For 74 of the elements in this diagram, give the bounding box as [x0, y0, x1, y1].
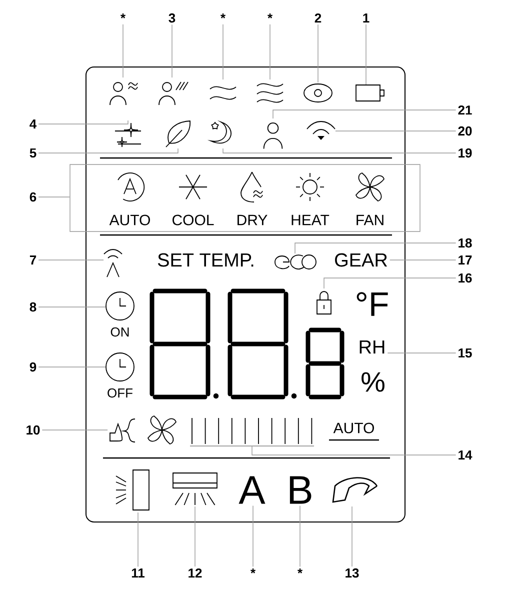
- leader-line: [38, 306, 106, 308]
- leader-line: [222, 148, 456, 154]
- callout-number: 16: [458, 273, 472, 283]
- wave-icon: [256, 83, 284, 103]
- timer-caption: ON: [110, 327, 129, 337]
- callout-number: 5: [30, 148, 36, 158]
- bar-graph: [190, 418, 314, 446]
- lock-icon: [316, 291, 332, 314]
- mode-panel: AUTO COOL DRY HEAT FAN: [70, 164, 420, 232]
- callout-number: 15: [458, 348, 472, 358]
- sparkle-icon: [114, 122, 142, 148]
- leader-line: [38, 366, 106, 368]
- callout-number: 9: [30, 362, 36, 372]
- letter-label: A: [238, 476, 266, 504]
- lamp-icon: [116, 470, 150, 510]
- callout-number: 19: [458, 148, 472, 158]
- moon-icon: [210, 122, 232, 144]
- leader-line: [272, 110, 456, 119]
- callout-number: 4: [30, 120, 37, 128]
- leaf-icon: [166, 120, 190, 148]
- display-label: GEAR: [335, 253, 388, 267]
- callout-number: 6: [30, 192, 36, 202]
- hand-icon: [110, 418, 136, 442]
- leader-line: [194, 506, 196, 567]
- timer-caption: OFF: [108, 388, 132, 398]
- leader-line: [222, 24, 224, 80]
- leader-line: [387, 352, 456, 354]
- letter-label: B: [290, 476, 312, 504]
- callout-number: 1: [363, 14, 370, 22]
- callout-number: *: [220, 14, 226, 18]
- timer-icon: [106, 352, 134, 382]
- timer-icon: [106, 292, 134, 320]
- person-swing-icon: [158, 82, 188, 106]
- callout-number: *: [268, 14, 273, 18]
- callout-number: 20: [458, 126, 472, 136]
- battery-icon: [356, 84, 384, 102]
- callout-number: 14: [458, 450, 472, 460]
- indoor-unit-icon: [172, 472, 218, 506]
- callout-number: *: [250, 568, 256, 574]
- mode-heading: SET TEMP.: [158, 253, 254, 267]
- callout-number: *: [120, 14, 126, 18]
- callout-number: *: [298, 568, 303, 574]
- curved-arrow-icon: [332, 477, 378, 503]
- callout-number: 7: [30, 256, 36, 264]
- wave-icon: [210, 86, 236, 100]
- antenna-icon: [104, 249, 122, 278]
- leader-line: [38, 148, 178, 154]
- callout-number: 2: [314, 13, 322, 23]
- callout-number: 13: [346, 568, 359, 578]
- leader-line: [38, 120, 128, 124]
- wifi-icon: [306, 121, 336, 140]
- leader-line: [252, 505, 254, 567]
- leader-line: [294, 242, 456, 254]
- leader-line: [38, 196, 70, 198]
- fan-speed-label: AUTO: [329, 422, 379, 441]
- callout-number: 21: [458, 105, 472, 115]
- callout-number: 17: [458, 256, 472, 264]
- leader-line: [122, 24, 124, 78]
- callout-number: 8: [30, 302, 36, 312]
- callout-number: 11: [132, 568, 144, 578]
- callout-number: 18: [458, 238, 472, 248]
- person-icon: [263, 122, 283, 150]
- callout-number: 12: [188, 568, 202, 578]
- leader-line: [324, 278, 456, 289]
- unit-label: %: [362, 372, 384, 392]
- callout-number: 3: [168, 13, 176, 23]
- unit-label: °F: [356, 292, 388, 316]
- callout-number: 10: [26, 425, 40, 435]
- eye-icon: [304, 84, 332, 102]
- person-wave-icon: [110, 82, 138, 106]
- loops-icon: [274, 254, 316, 270]
- leader-line: [252, 446, 456, 456]
- display-label: RH: [360, 340, 384, 354]
- leader-line: [335, 130, 456, 132]
